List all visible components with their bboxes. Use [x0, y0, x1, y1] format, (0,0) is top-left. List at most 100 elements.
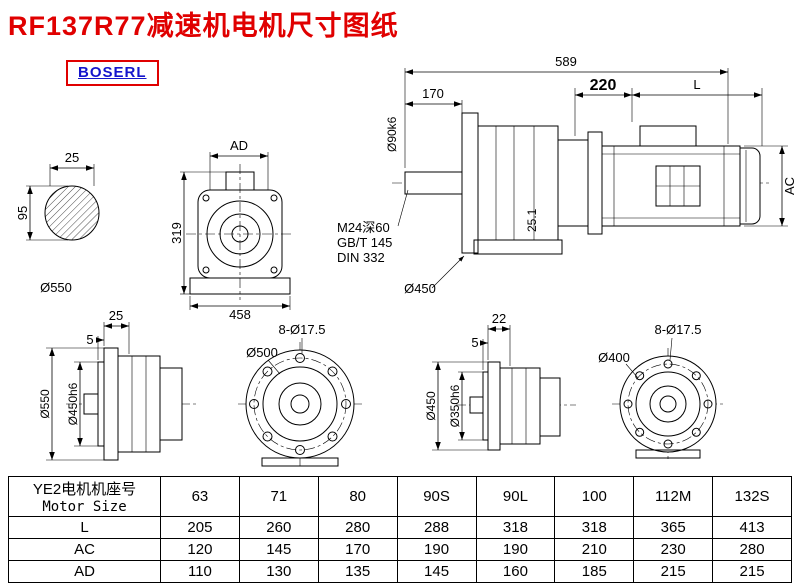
dim-589-label: 589 [555, 54, 577, 69]
shaft-stub [469, 396, 484, 414]
dim-589: 589 [404, 54, 729, 168]
dim-outer-diameter-550: Ø550 [38, 347, 104, 461]
bolt-hole [623, 399, 633, 409]
table-row-L: L 205 260 280 288 318 318 365 413 [8, 516, 792, 539]
cell: 135 [317, 560, 398, 583]
cell: 185 [554, 560, 635, 583]
motor-flange [587, 131, 603, 235]
bolt-callout-label: 8-Ø17.5 [279, 322, 326, 337]
main-assembly-view: 589 170 Ø90k6 M24深60 GB/T 145 DIN 332 Ø4… [337, 54, 797, 296]
dim-flange-thickness-25: 25 [103, 308, 130, 354]
dim-flange-diameter: Ø450 [404, 255, 465, 296]
size-col: 100 [554, 476, 635, 517]
cell: 160 [475, 560, 556, 583]
row-label: AD [8, 560, 161, 583]
reducer-rear [539, 377, 561, 437]
bolt-circle-callout-right: Ø400 [598, 350, 639, 379]
bolt-hole [327, 431, 338, 442]
dim-458: 458 [189, 296, 291, 322]
cell: 288 [396, 516, 477, 539]
dim-L-label: L [693, 77, 700, 92]
cell: 120 [160, 538, 240, 561]
dim-flange-thickness-22: 22 [487, 311, 511, 366]
dim-L: L [632, 77, 763, 146]
cell: 365 [633, 516, 714, 539]
base-plate [635, 449, 701, 459]
reducer-body [117, 355, 161, 453]
shaft-section-view: 25 95 Ø550 [15, 150, 100, 295]
dim-d350h6-label: Ø350h6 [448, 384, 462, 427]
size-col: 80 [317, 476, 398, 517]
bolt-hole [703, 399, 713, 409]
flange-reducer-side-view-right: 22 5 Ø450 Ø350h6 [424, 311, 576, 451]
dim-95-label: 95 [15, 206, 30, 220]
dim-d550-label: Ø550 [38, 389, 52, 419]
size-col: 132S [712, 476, 792, 517]
bolt-callout-label: 8-Ø17.5 [655, 322, 702, 337]
bolt-hole [691, 371, 701, 381]
cell: 318 [475, 516, 556, 539]
reducer-body [499, 367, 541, 445]
size-col: 90S [396, 476, 477, 517]
dim-AC: AC [744, 145, 797, 227]
dim-d550-label: Ø550 [40, 280, 72, 295]
cell: 280 [712, 538, 792, 561]
cell: 170 [317, 538, 398, 561]
dim-spigot-diameter-450h6: Ø450h6 [66, 361, 98, 447]
bolt-hole [663, 439, 673, 449]
bolt-hole [262, 366, 273, 377]
dim-220: 220 [574, 77, 633, 136]
output-flange-disc [461, 112, 479, 254]
cell: 145 [396, 560, 477, 583]
dim-25-1-label: 25.1 [525, 208, 539, 232]
bolt-circle-callout-left: Ø500 [246, 345, 281, 375]
cell: 110 [160, 560, 240, 583]
logo-text: BOSERL [78, 64, 147, 81]
bolt-hole [295, 353, 305, 363]
header-en: Motor Size [42, 499, 127, 515]
cell: 413 [712, 516, 792, 539]
boserl-logo: BOSERL [66, 60, 159, 86]
bolt-circle-label: Ø400 [598, 350, 630, 365]
cell: 280 [317, 516, 398, 539]
standard-gb-label: GB/T 145 [337, 235, 392, 250]
bolt-hole [663, 359, 673, 369]
mounting-flange [487, 361, 501, 451]
dim-319-label: 319 [169, 222, 184, 244]
bolt-hole [295, 445, 305, 455]
cell: 190 [396, 538, 477, 561]
dim-458-label: 458 [229, 307, 251, 322]
bolt-circle-label: Ø500 [246, 345, 278, 360]
bolt-callout-right: 8-Ø17.5 [655, 322, 702, 361]
terminal-box [639, 125, 697, 147]
thread-callout: M24深60 GB/T 145 DIN 332 [337, 189, 409, 265]
dim-25-label: 25 [65, 150, 79, 165]
dim-170: 170 [405, 86, 463, 168]
dim-5-label: 5 [471, 335, 478, 350]
dim-319: 319 [169, 171, 226, 295]
cell: 318 [554, 516, 635, 539]
cell: 260 [238, 516, 319, 539]
base-plate [261, 457, 339, 467]
header-cn: YE2电机机座号 [32, 481, 137, 498]
fan-cowl [739, 147, 761, 225]
cell: 145 [238, 538, 319, 561]
dim-spigot-diameter-350h6: Ø350h6 [448, 371, 483, 441]
reducer-rear [159, 367, 183, 441]
table-header-row: YE2电机机座号 Motor Size 63 71 80 90S 90L 100… [8, 476, 792, 517]
output-shaft [404, 171, 463, 195]
table-row-AD: AD 110 130 135 145 160 185 215 215 [8, 560, 792, 583]
dim-spigot-depth-5: 5 [471, 335, 488, 370]
page-title: RF137R77减速机电机尺寸图纸 [8, 11, 399, 41]
size-col: 63 [160, 476, 240, 517]
mounting-flange [103, 347, 119, 461]
reducer-front-view: AD 319 458 [169, 138, 294, 322]
row-label: L [8, 516, 161, 539]
table-row-AC: AC 120 145 170 190 190 210 230 280 [8, 538, 792, 561]
gearbox-base [473, 239, 563, 255]
spigot-ring [97, 361, 105, 447]
dim-d450h6-label: Ø450h6 [66, 382, 80, 425]
dim-170-label: 170 [422, 86, 444, 101]
bolt-hole [341, 399, 351, 409]
